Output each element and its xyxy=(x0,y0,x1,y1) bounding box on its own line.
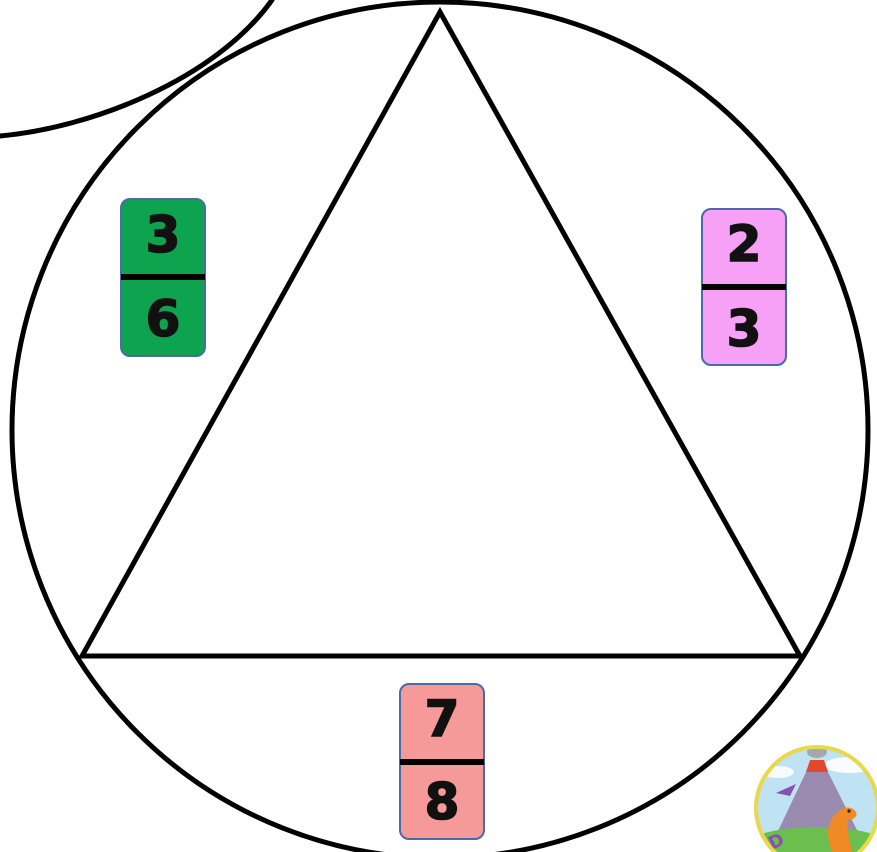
fraction-card-left[interactable]: 3 6 xyxy=(121,199,205,356)
card-denominator: 6 xyxy=(146,290,181,348)
fraction-card-right[interactable]: 2 3 xyxy=(702,209,786,365)
card-denominator: 3 xyxy=(727,300,762,358)
card-denominator: 8 xyxy=(425,773,460,831)
card-numerator: 3 xyxy=(146,206,181,264)
card-numerator: 7 xyxy=(425,690,460,748)
card-numerator: 2 xyxy=(727,215,762,273)
dinosaur-volcano-logo: D xyxy=(747,746,877,852)
fraction-card-bottom[interactable]: 7 8 xyxy=(400,684,484,839)
partial-circle-arc xyxy=(0,0,272,136)
